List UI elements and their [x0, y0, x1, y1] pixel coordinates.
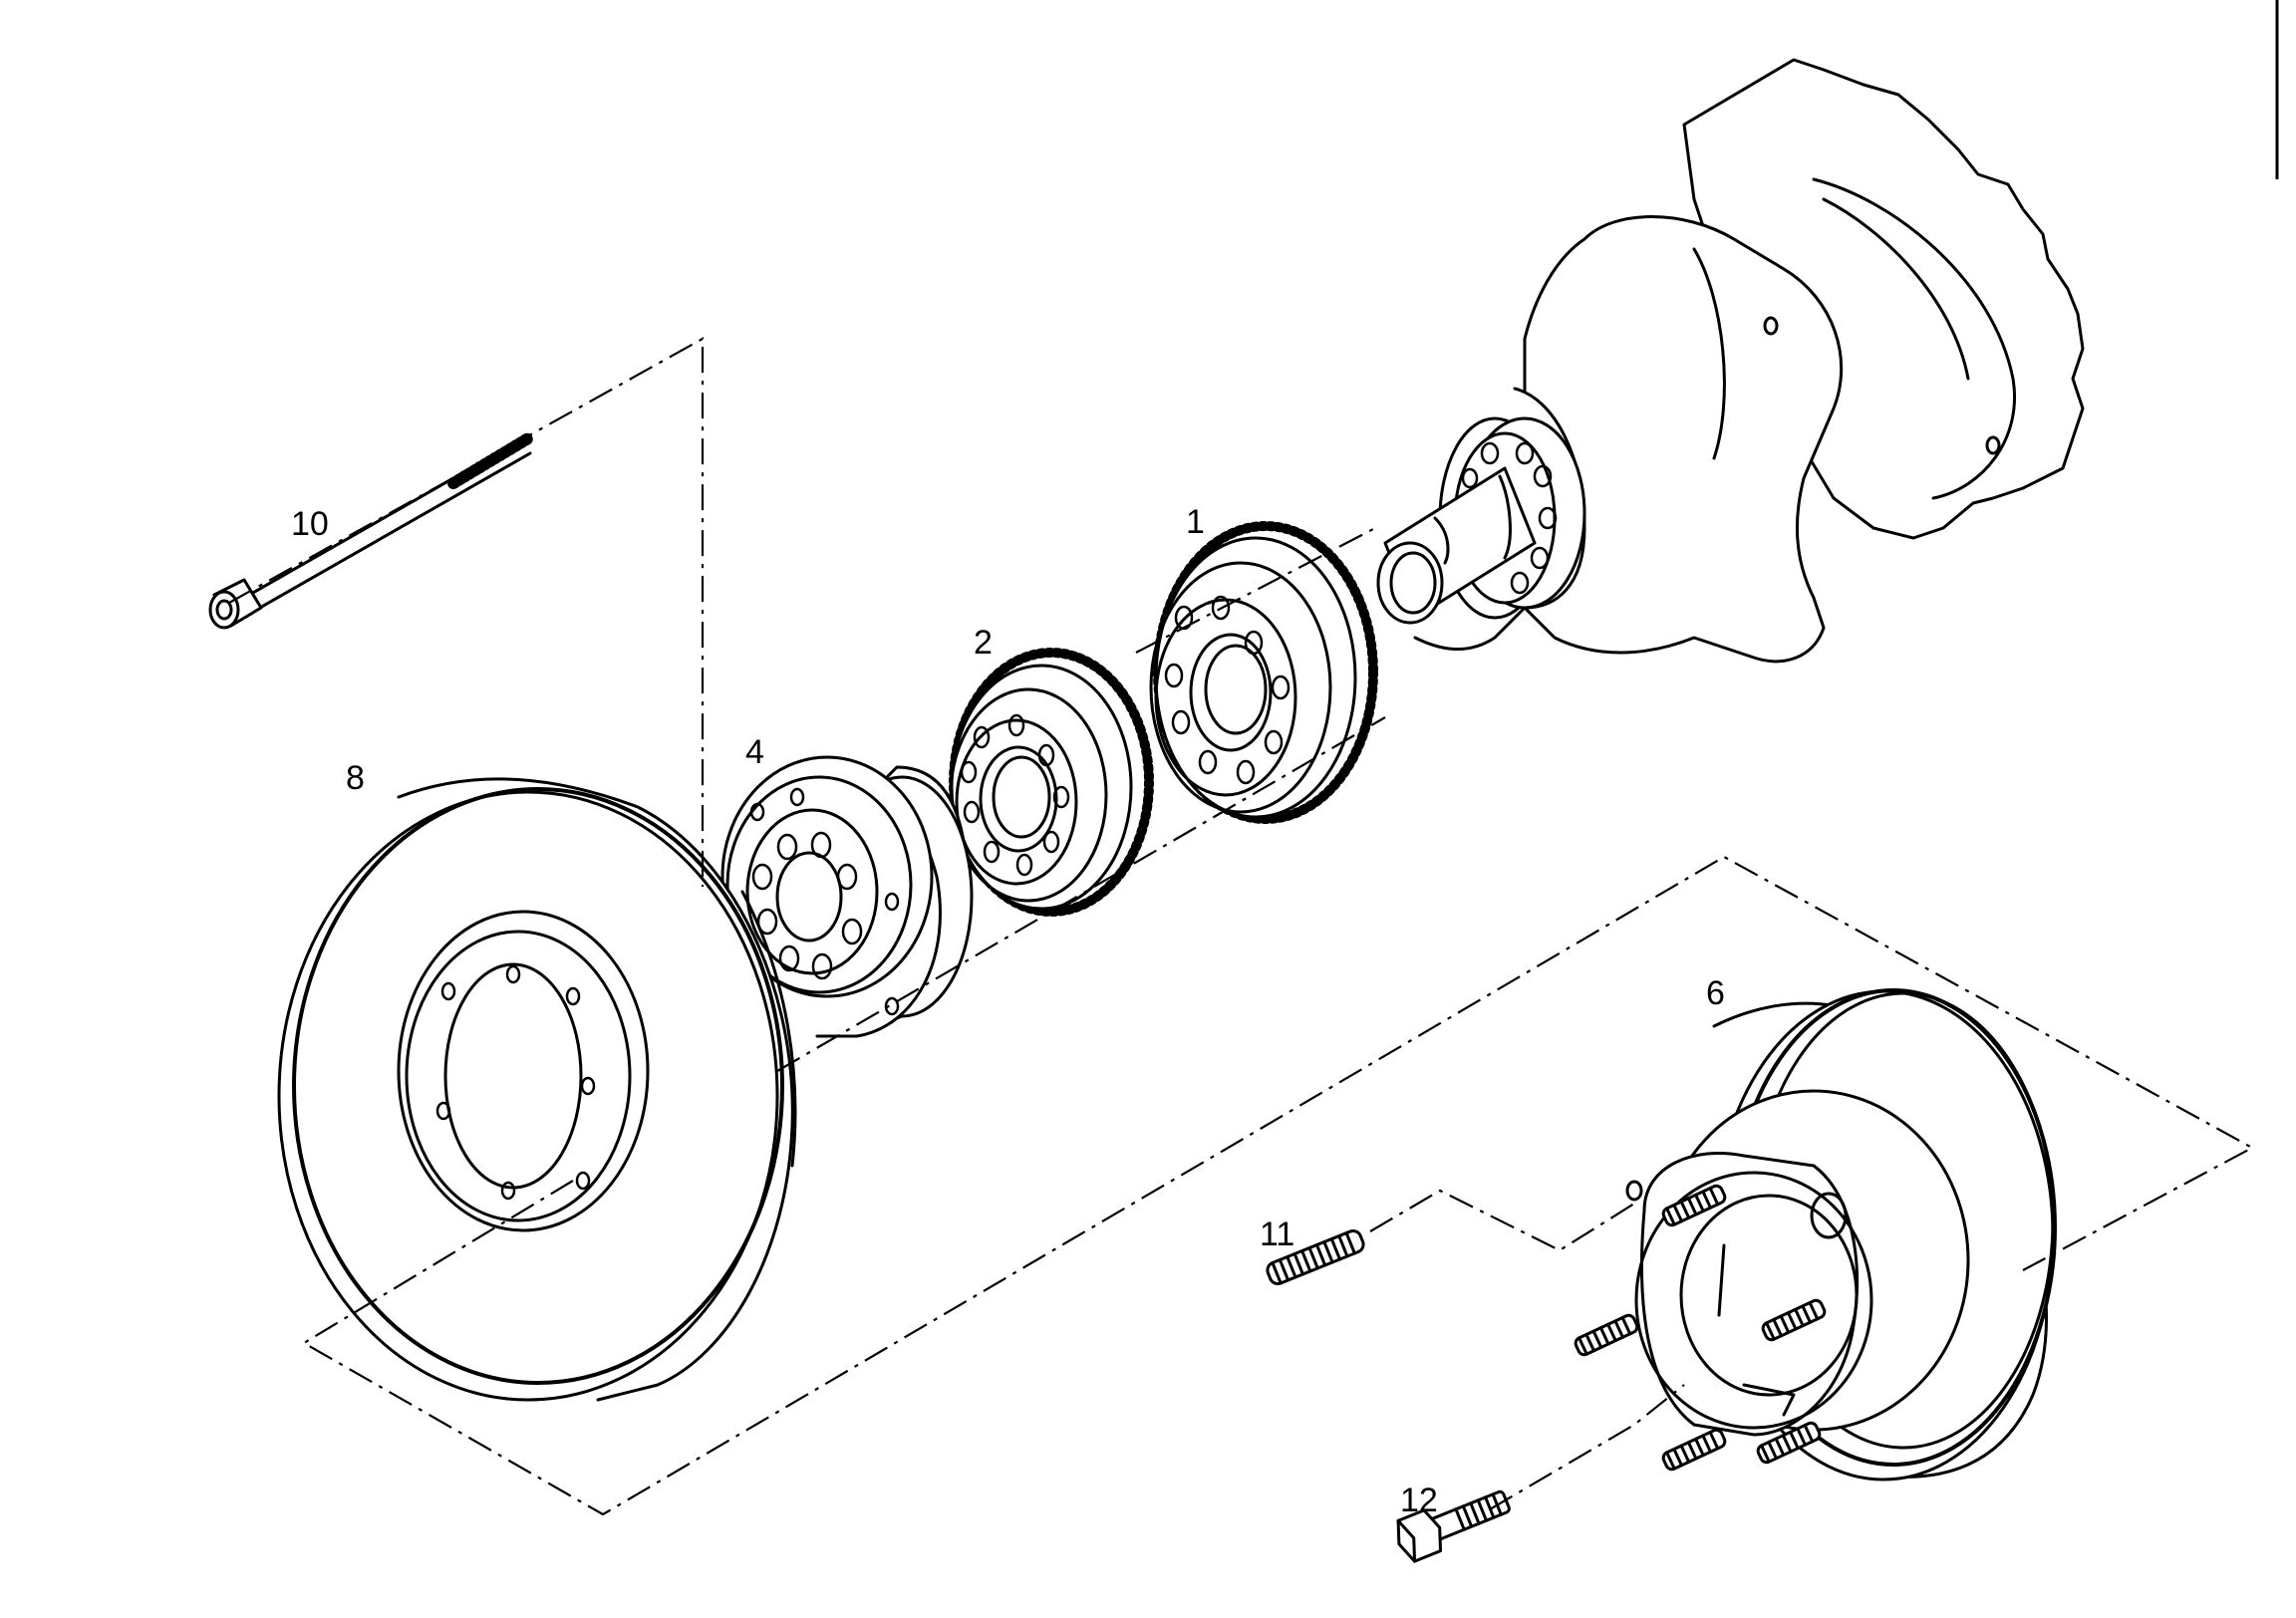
part-1-large-gear: [1149, 521, 1378, 824]
callout-2: 2: [974, 624, 993, 662]
pulley-studs: [1574, 1184, 1827, 1472]
callout-8: 8: [346, 759, 365, 797]
callout-6: 6: [1706, 974, 1725, 1012]
part-6-pulley: [1625, 988, 2057, 1482]
part-2-small-gear: [949, 648, 1154, 917]
callout-4: 4: [745, 733, 764, 771]
callout-labels: 1 2 4 6 8 10 11 12: [291, 503, 1725, 1519]
callout-12: 12: [1400, 1482, 1438, 1519]
crankshaft: [1376, 58, 2085, 664]
callout-10: 10: [291, 505, 329, 543]
part-4-hub: [720, 755, 974, 1038]
part-8-damper-disc: [277, 777, 797, 1402]
callout-11: 11: [1260, 1215, 1294, 1253]
part-10-long-bolt: [208, 432, 534, 630]
callout-1: 1: [1186, 503, 1205, 541]
part-12-hex-bolt: [1396, 1489, 1511, 1563]
part-11-stud: [1266, 1228, 1365, 1286]
assembly-lines: [228, 337, 2255, 1516]
